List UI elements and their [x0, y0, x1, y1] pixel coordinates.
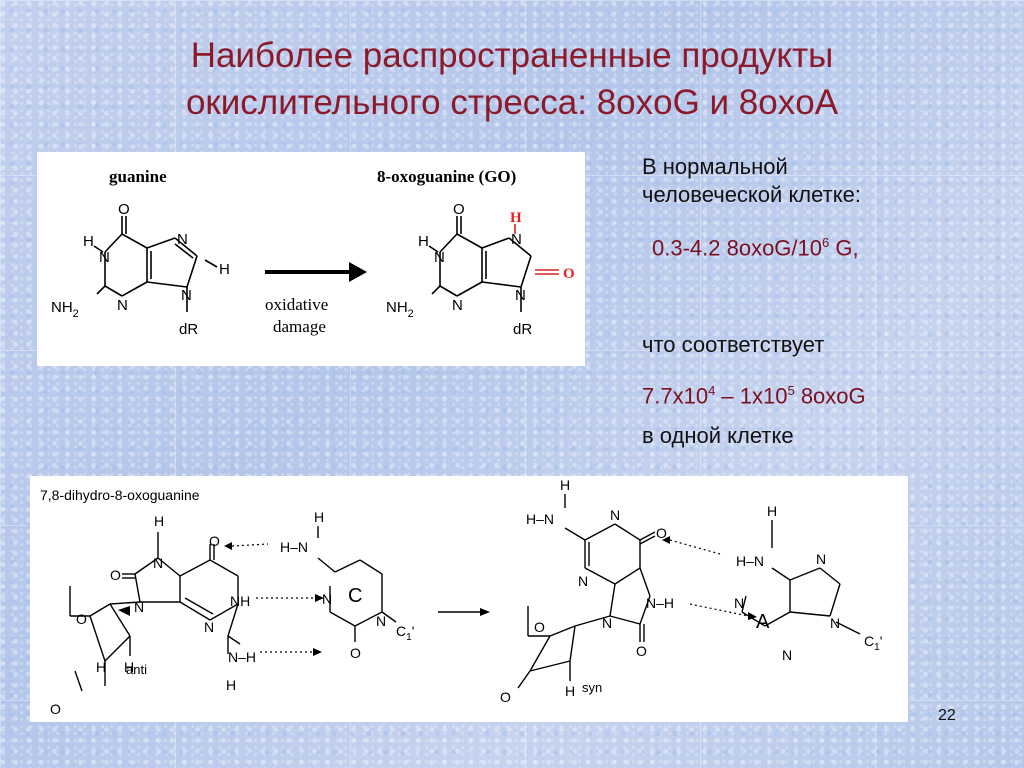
- range-suffix: G,: [829, 235, 859, 261]
- right-atom-n9: N: [602, 615, 612, 631]
- a-atom-n7: N: [816, 551, 826, 567]
- side-text-range: 0.3-4.2 8oxoG/106 G,: [652, 231, 859, 260]
- c-atom-n3: N: [322, 591, 332, 607]
- c-atom-hn: H–N: [280, 539, 308, 555]
- arrow-label-oxidative: oxidative: [265, 295, 328, 314]
- guanine-atom-h8: H: [219, 261, 230, 278]
- oxo-atom-n1: N: [434, 249, 445, 266]
- right-atom-nh: N–H: [646, 595, 674, 611]
- left-atom-n7: N: [153, 555, 163, 571]
- left-atom-n3: N: [204, 619, 214, 635]
- right-atom-hn: H–N: [526, 511, 554, 527]
- page-number: 22: [938, 707, 956, 724]
- side-text-line-4: что соответствует: [642, 332, 825, 357]
- left-sugar-o2: O: [50, 701, 61, 717]
- oxo-atom-nh2: NH2: [386, 299, 414, 320]
- hbond-arrowhead-4: [662, 536, 670, 544]
- guanine-atom-n9: N: [181, 287, 192, 304]
- left-atom-n9: N: [134, 599, 144, 615]
- oxo-atom-o: O: [453, 201, 465, 218]
- guanine-atom-n1: N: [99, 249, 110, 266]
- left-atom-o6: O: [209, 533, 220, 549]
- cytosine-base-label: C: [348, 585, 362, 607]
- right-atom-o6: O: [656, 525, 667, 541]
- count-a-exponent: 4: [708, 383, 716, 398]
- hbond-arrowhead-3: [313, 648, 322, 656]
- left-atom-o8: O: [110, 567, 121, 583]
- left-sugar-o: O: [76, 611, 87, 627]
- guanine-atom-h: H: [83, 233, 94, 250]
- side-text-count: 7.7x104 – 1x105 8oxoG: [642, 379, 866, 408]
- right-atom-n3: N: [578, 573, 588, 589]
- c-atom-o2: O: [350, 645, 361, 661]
- a-atom-n1: N: [734, 595, 744, 611]
- left-atom-h2: H: [226, 677, 236, 693]
- anti-rotation-arrow-icon: [118, 606, 130, 616]
- a-atom-n3: N: [782, 647, 792, 663]
- title-line-1: Наиболее распространенные продукты: [190, 36, 834, 75]
- side-text-line-1: В нормальной: [642, 154, 788, 179]
- side-text-line-6: в одной клетке: [642, 423, 794, 448]
- oxo-atom-h: H: [418, 233, 429, 250]
- a-atom-c1: C1': [864, 633, 882, 653]
- c-atom-n1: N: [376, 613, 386, 629]
- guanine-atom-nh2: NH2: [51, 299, 79, 320]
- a-atom-hn: H–N: [736, 553, 764, 569]
- count-suffix: 8oxoG: [794, 383, 866, 409]
- oxo-atom-n3: N: [452, 297, 463, 314]
- guanine-atom-n7: N: [177, 231, 188, 248]
- right-sugar-h: H: [565, 683, 575, 699]
- left-sugar-h: H: [96, 659, 106, 675]
- a-atom-h1: H: [767, 503, 777, 519]
- adenine-base-label: A: [756, 611, 770, 633]
- dihydro-oxoguanine-label: 7,8-dihydro-8-oxoguanine: [40, 487, 200, 503]
- arrow-label-damage: damage: [273, 317, 326, 336]
- c-atom-h1: H: [314, 509, 324, 525]
- slide-title: Наиболее распространенные продукты окисл…: [0, 32, 1024, 126]
- a-atom-n9: N: [830, 615, 840, 631]
- left-atom-nh2: N–H: [228, 649, 256, 665]
- guanine-atom-dr: dR: [179, 321, 198, 338]
- guanine-oxidation-figure: guanine 8-oxoguanine (GO) oxidative dama…: [37, 152, 585, 366]
- count-dash: – 1x10: [715, 383, 788, 409]
- guanine-label: guanine: [109, 167, 167, 186]
- oxo-red-o: O: [563, 266, 575, 282]
- pairing-arrow-icon: [480, 608, 490, 616]
- guanine-atom-n3: N: [117, 297, 128, 314]
- right-sugar-o2: O: [500, 689, 511, 705]
- oxo-atom-n9: N: [515, 287, 526, 304]
- side-text-line-2: человеческой клетке:: [642, 182, 861, 207]
- hbond-arrowhead-5: [748, 612, 757, 620]
- count-b-exponent: 5: [787, 383, 795, 398]
- left-sugar-h2: H: [124, 659, 134, 675]
- oxo-atom-n7: N: [511, 231, 522, 248]
- guanine-atom-o: O: [118, 201, 130, 218]
- right-sugar-o: O: [534, 619, 545, 635]
- oxo-atom-dr: dR: [513, 321, 532, 338]
- right-atom-o8: O: [636, 643, 647, 659]
- hbond-arrowhead-1: [224, 542, 232, 550]
- hbond-arrowhead-2: [315, 594, 324, 602]
- anti-label: anti: [126, 662, 147, 677]
- oxidation-arrow-icon: [349, 262, 367, 282]
- guanine-oxidation-diagram: guanine 8-oxoguanine (GO) oxidative dama…: [51, 167, 575, 338]
- c-atom-c1: C1': [396, 623, 414, 643]
- right-atom-n1: N: [610, 507, 620, 523]
- range-exponent: 6: [822, 235, 830, 250]
- base-pairing-figure: 7,8-dihydro-8-oxoguanine: [30, 476, 908, 722]
- syn-label: syn: [582, 680, 602, 695]
- oxoguanine-label: 8-oxoguanine (GO): [377, 167, 516, 186]
- title-line-2: окислительного стресса: 8oxoG и 8oxoA: [185, 83, 839, 122]
- count-a: 7.7x10: [642, 383, 709, 409]
- right-atom-h1: H: [560, 477, 570, 493]
- oxo-red-h: H: [510, 210, 522, 226]
- base-pairing-diagram: 7,8-dihydro-8-oxoguanine: [40, 477, 882, 717]
- range-prefix: 0.3-4.2 8oxoG/10: [652, 235, 823, 261]
- left-atom-nh: NH: [230, 593, 250, 609]
- left-atom-h: H: [154, 513, 164, 529]
